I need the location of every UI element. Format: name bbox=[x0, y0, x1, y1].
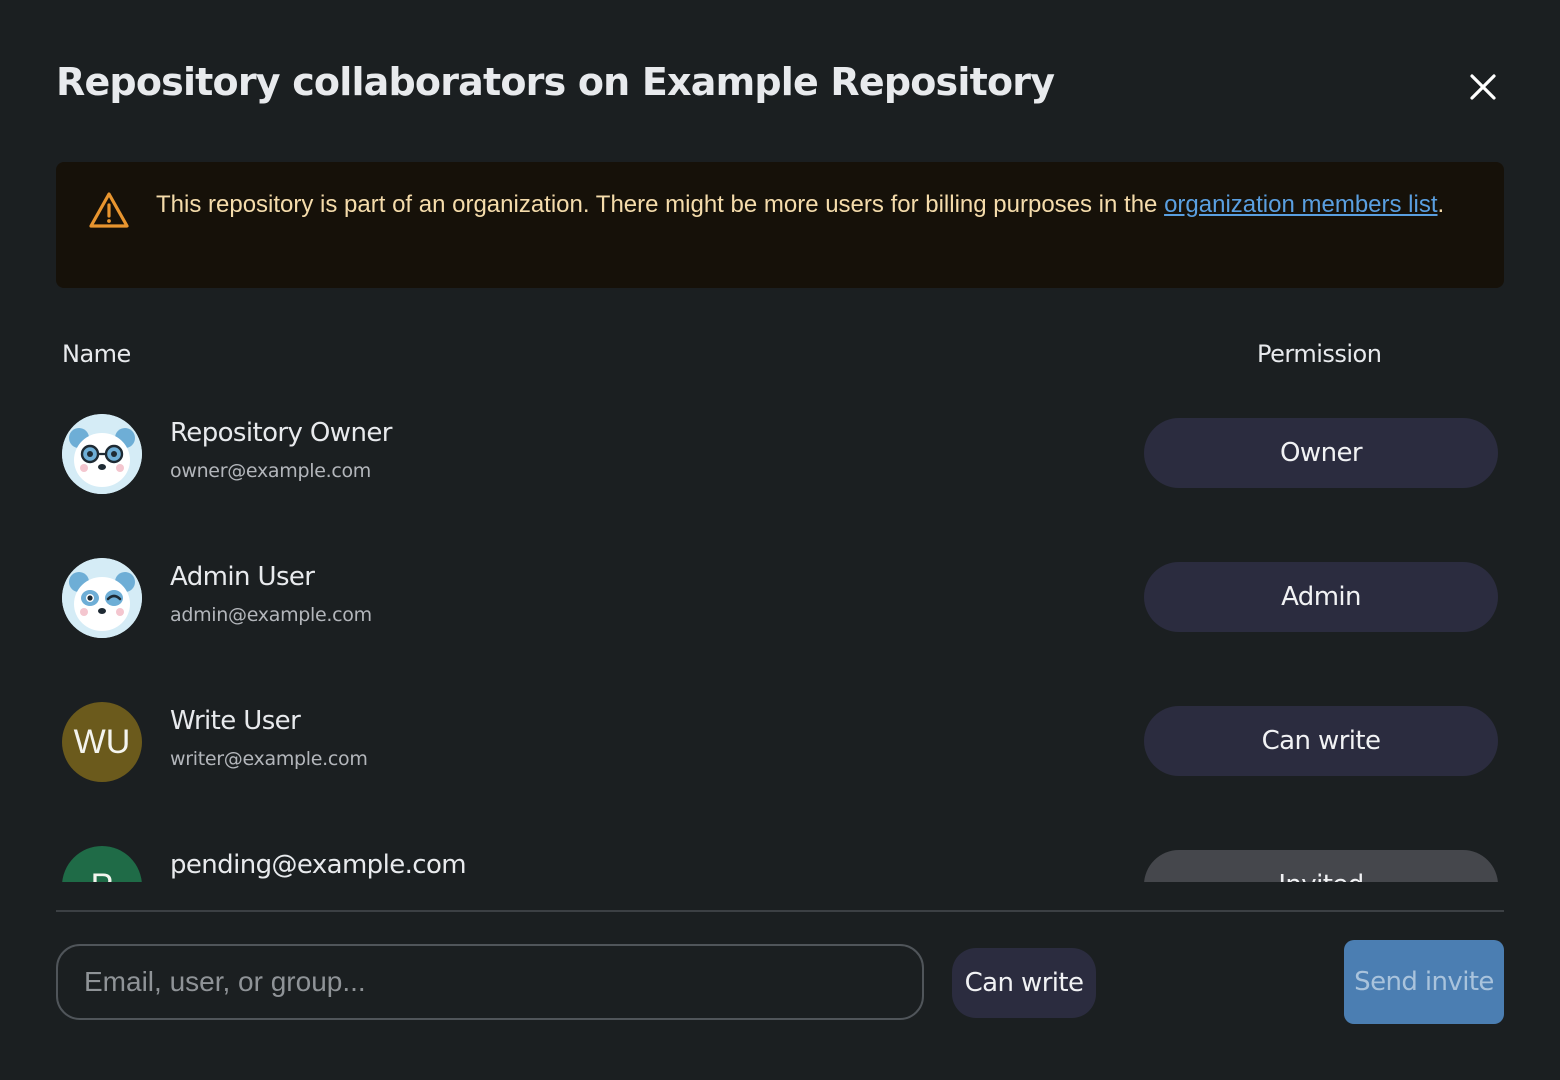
permission-dropdown-write[interactable]: Can write bbox=[1144, 706, 1498, 776]
banner-message: This repository is part of an organizati… bbox=[156, 188, 1476, 222]
collaborator-email: writer@example.com bbox=[170, 748, 368, 770]
avatar: P bbox=[62, 846, 142, 882]
avatar bbox=[62, 558, 142, 638]
permission-column-header: Permission bbox=[1257, 340, 1382, 368]
avatar: WU bbox=[62, 702, 142, 782]
close-icon bbox=[1470, 74, 1496, 100]
collaborator-name: pending@example.com bbox=[170, 850, 467, 880]
collaborator-row: P pending@example.com Invited bbox=[56, 824, 1504, 882]
banner-text: This repository is part of an organizati… bbox=[156, 191, 1165, 218]
collaborator-row: Repository Owner owner@example.com Owner bbox=[56, 392, 1504, 536]
divider bbox=[56, 910, 1504, 912]
collaborator-name: Admin User bbox=[170, 562, 315, 592]
permission-dropdown-admin[interactable]: Admin bbox=[1144, 562, 1498, 632]
collaborator-name: Write User bbox=[170, 706, 301, 736]
send-invite-button[interactable]: Send invite bbox=[1344, 940, 1504, 1024]
organization-warning-banner: This repository is part of an organizati… bbox=[56, 162, 1504, 288]
panda-avatar-icon bbox=[62, 414, 142, 494]
close-button[interactable] bbox=[1464, 68, 1502, 106]
invite-input[interactable] bbox=[56, 944, 924, 1020]
collaborator-name: Repository Owner bbox=[170, 418, 392, 448]
permission-dropdown-owner[interactable]: Owner bbox=[1144, 418, 1498, 488]
permission-status-invited[interactable]: Invited bbox=[1144, 850, 1498, 882]
collaborator-list[interactable]: Repository Owner owner@example.com Owner bbox=[56, 392, 1504, 882]
collaborator-row: WU Write User writer@example.com Can wri… bbox=[56, 680, 1504, 824]
collaborator-email: admin@example.com bbox=[170, 604, 372, 626]
banner-suffix: . bbox=[1437, 191, 1445, 218]
panda-wink-avatar-icon bbox=[62, 558, 142, 638]
avatar bbox=[62, 414, 142, 494]
name-column-header: Name bbox=[62, 340, 131, 368]
collaborator-email: owner@example.com bbox=[170, 460, 372, 482]
warning-triangle-icon bbox=[89, 192, 129, 228]
dialog-title: Repository collaborators on Example Repo… bbox=[56, 60, 1055, 104]
collaborator-row: Admin User admin@example.com Admin bbox=[56, 536, 1504, 680]
organization-members-link[interactable]: organization members list bbox=[1164, 191, 1438, 218]
invite-role-dropdown[interactable]: Can write bbox=[952, 948, 1096, 1018]
